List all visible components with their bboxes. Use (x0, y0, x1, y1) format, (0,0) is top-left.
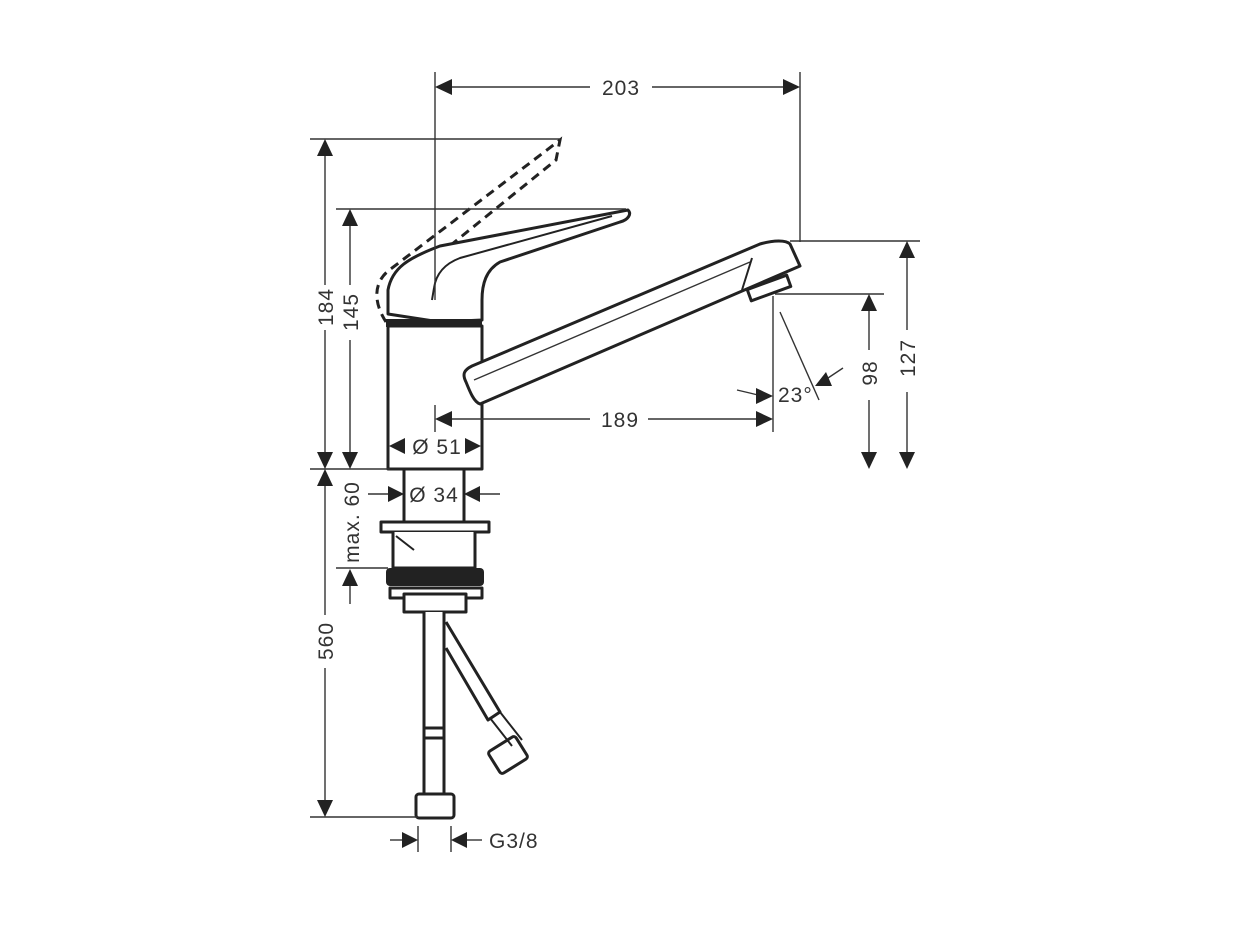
dim-203-label: 203 (602, 77, 640, 100)
mounting-nut (386, 568, 484, 586)
hose-straight (422, 612, 446, 796)
spout-inner-line (473, 261, 751, 381)
faucet-body-group (375, 136, 802, 820)
spout-head-line (741, 257, 753, 291)
lever-handle (386, 208, 632, 324)
dim-189-label: 189 (601, 409, 639, 432)
dimension-lines (310, 72, 920, 852)
hose-straight-fitting (422, 726, 446, 740)
dim-23deg-label: 23° (778, 384, 813, 407)
dimension-labels: 203 189 184 145 98 127 23° Ø 51 Ø 34 max… (315, 77, 920, 853)
dim-d34-label: Ø 34 (409, 484, 459, 507)
dim-max60-label: max. 60 (341, 481, 364, 563)
hose-angled-nut (487, 735, 529, 775)
dim-560-label: 560 (315, 622, 338, 660)
bracket-tab (395, 535, 415, 551)
hose-straight-nut (414, 792, 456, 820)
nut-base (402, 592, 468, 614)
mounting-plate (379, 520, 491, 534)
dim-127-label: 127 (897, 339, 920, 377)
shank (402, 467, 466, 525)
lever-inner-line (431, 215, 613, 301)
hose-angled-fitting (489, 711, 523, 747)
dim-184-label: 184 (315, 288, 338, 326)
dim-145-label: 145 (340, 293, 363, 331)
dim-d51-label: Ø 51 (412, 436, 462, 459)
hose-angled (444, 621, 502, 722)
dim-g38-label: G3/8 (489, 830, 539, 853)
lever-collar (386, 319, 482, 327)
spout (462, 239, 802, 406)
dim-98-label: 98 (859, 360, 882, 385)
mounting-bracket (391, 532, 477, 570)
aerator (745, 273, 793, 303)
